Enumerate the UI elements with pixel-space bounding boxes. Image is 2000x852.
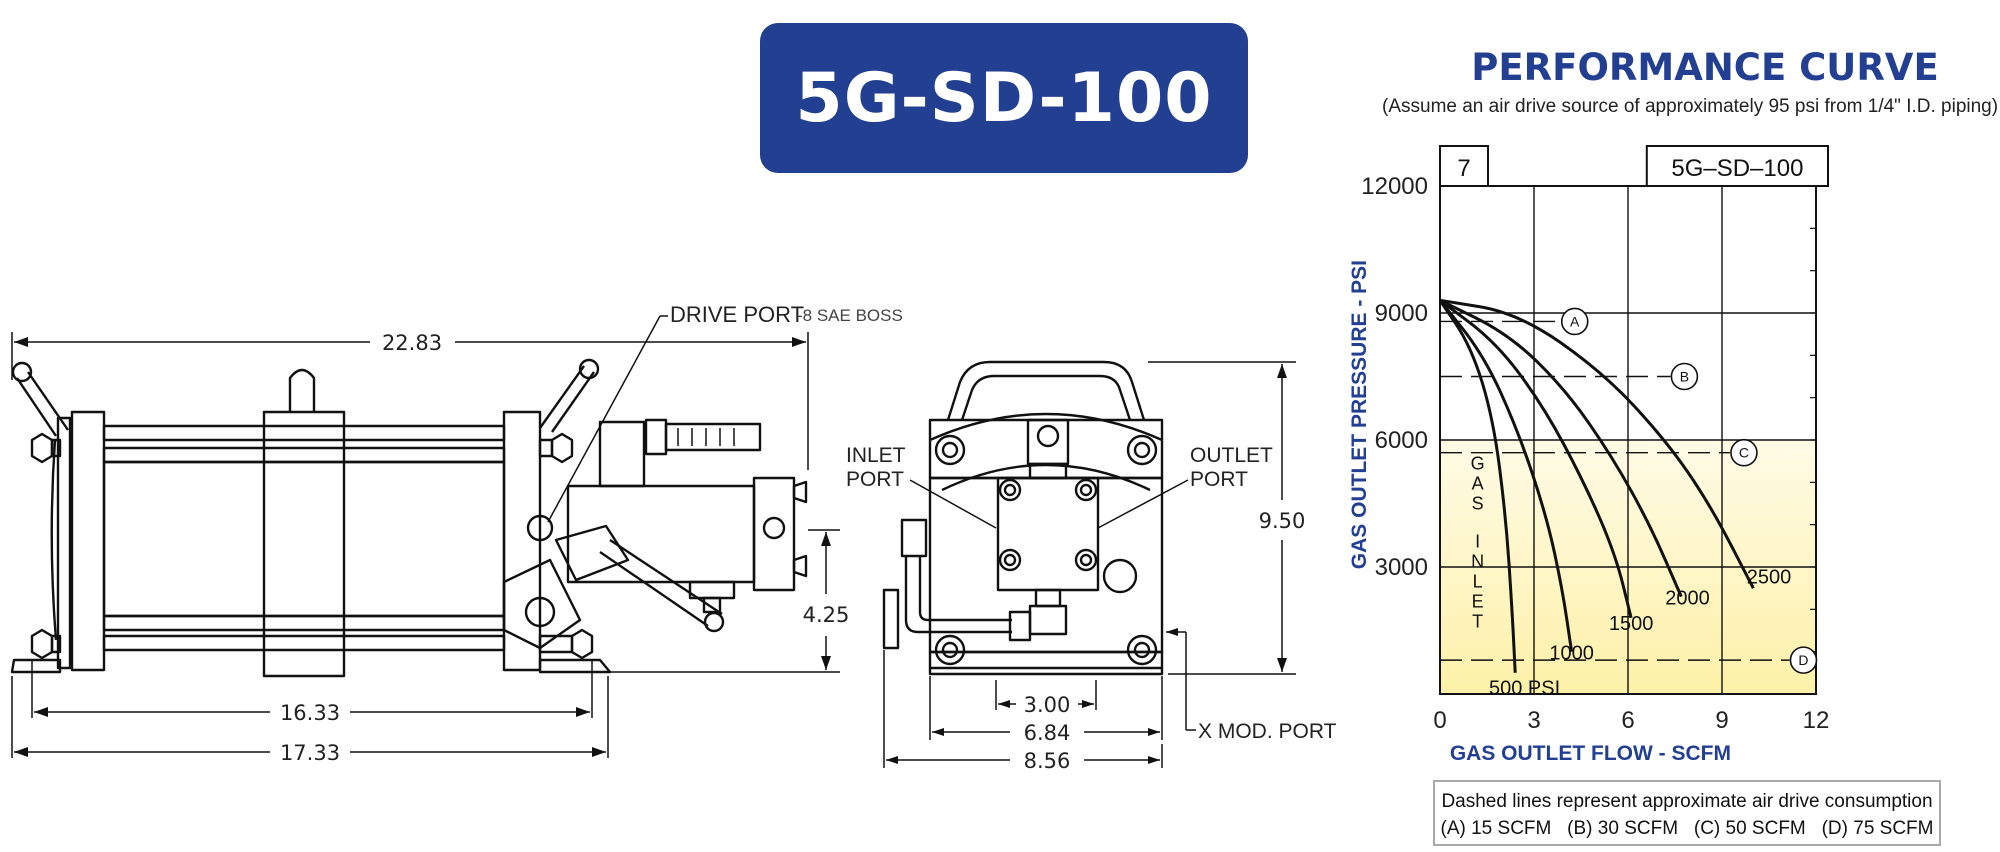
air-consumption-marker (1560, 307, 1589, 336)
air-consumption-marker-label: C (1739, 445, 1749, 461)
air-consumption-marker (1730, 438, 1758, 467)
dim-front-inner: 3.00 (1024, 693, 1071, 717)
dim-front-mid: 6.84 (1024, 721, 1071, 745)
x-mod-port-label: X MOD. PORT (1198, 720, 1337, 743)
plot-frame (1439, 185, 1817, 695)
x-tick-label: 9 (1715, 707, 1728, 734)
chart-box-left-text: 7 (1457, 155, 1470, 182)
inlet-port-label-2: PORT (846, 468, 904, 491)
dim-front-outer: 8.56 (1024, 749, 1071, 773)
x-tick-label: 6 (1621, 707, 1634, 734)
gas-inlet-letter: G (1471, 454, 1485, 474)
air-consumption-legend: Dashed lines represent approximate air d… (1433, 780, 1941, 846)
gas-inlet-letter: T (1472, 612, 1483, 632)
gas-inlet-letter: I (1475, 532, 1480, 552)
dim-overall-length: 22.83 (382, 331, 442, 355)
dim-base-length: 17.33 (280, 741, 340, 765)
gas-inlet-letter: E (1472, 592, 1484, 612)
chart-box-right-text: 5G–SD–100 (1671, 155, 1803, 182)
y-tick-label: 12000 (1361, 173, 1428, 200)
gas-inlet-letter: S (1472, 494, 1484, 514)
legend-line-2: (A) 15 SCFM (B) 30 SCFM (C) 50 SCFM (D) … (1440, 818, 1934, 839)
side-view: 22.83 (10, 302, 903, 765)
model-title: 5G-SD-100 (795, 58, 1213, 138)
performance-curve-title: PERFORMANCE CURVE (1471, 46, 1939, 89)
dim-height-side: 4.25 (803, 603, 850, 627)
inlet-port-label-1: INLET (846, 444, 906, 467)
front-view: INLET PORT OUTLET PORT 9.50 X MOD. PORT … (846, 360, 1337, 773)
air-consumption-marker (1670, 362, 1699, 391)
gas-inlet-letter: N (1471, 552, 1484, 572)
outlet-port-label-1: OUTLET (1190, 444, 1273, 467)
technical-drawing: 22.83 (10, 302, 1337, 773)
series-line (1439, 298, 1755, 589)
series-line (1438, 299, 1517, 673)
air-consumption-marker (1789, 646, 1818, 674)
series-line (1439, 298, 1683, 598)
series-label: 1500 (1609, 613, 1654, 635)
x-tick-label: 3 (1527, 707, 1540, 734)
series-line (1439, 299, 1633, 619)
chart-box-left (1439, 145, 1489, 187)
series-label: 1000 (1549, 643, 1594, 665)
model-title-banner: 5G-SD-100 (760, 23, 1248, 173)
air-consumption-marker-label: D (1798, 652, 1808, 668)
series-label: 500 PSI (1489, 677, 1560, 699)
outlet-port-label-2: PORT (1190, 468, 1248, 491)
x-tick-label: 0 (1433, 707, 1446, 734)
x-tick-label: 12 (1803, 707, 1830, 734)
chart-box-right (1645, 145, 1829, 187)
y-tick-label: 9000 (1375, 300, 1428, 327)
legend-line-1: Dashed lines represent approximate air d… (1441, 791, 1933, 812)
air-consumption-marker-label: B (1680, 369, 1689, 385)
performance-curve-subtitle: (Assume an air drive source of approxima… (1382, 96, 1999, 117)
y-axis-label: GAS OUTLET PRESSURE - PSI (1348, 260, 1371, 569)
series-label: 2000 (1665, 588, 1710, 610)
series-label: 2500 (1747, 566, 1792, 588)
dim-height-front: 9.50 (1259, 509, 1306, 533)
drive-port-label: DRIVE PORT (670, 302, 804, 327)
y-tick-label: 3000 (1375, 554, 1428, 581)
y-tick-label: 6000 (1375, 427, 1428, 454)
gas-inlet-letter: L (1473, 572, 1483, 592)
dim-rod-spacing: 16.33 (280, 701, 340, 725)
drive-port-note: -8 SAE BOSS (797, 306, 903, 325)
series-line (1438, 299, 1574, 652)
air-consumption-marker-label: A (1570, 313, 1580, 329)
x-axis-label: GAS OUTLET FLOW - SCFM (1450, 742, 1731, 765)
gas-inlet-letter: A (1472, 474, 1484, 494)
